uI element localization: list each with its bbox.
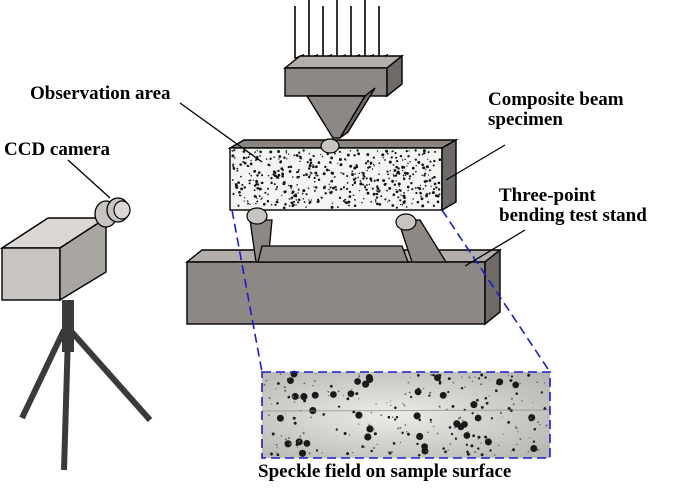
label-speckle-field: Speckle field on sample surface xyxy=(258,461,512,482)
beam-speckle-pattern xyxy=(231,148,442,210)
zoom-lines xyxy=(231,209,551,373)
label-observation-area: Observation area xyxy=(30,83,171,104)
speckle-field-image xyxy=(261,370,551,459)
ccd-camera xyxy=(0,197,153,471)
composite-beam-specimen xyxy=(227,138,459,212)
tripod-leg xyxy=(61,334,71,471)
label-composite-beam-line1: Composite beam xyxy=(488,89,624,110)
label-ccd-camera: CCD camera xyxy=(4,139,111,160)
leader-lines xyxy=(67,102,526,267)
label-composite-beam-line2: specimen xyxy=(488,108,563,130)
label-test-stand-line2: bending test stand xyxy=(499,204,647,226)
label-test-stand-line1: Three-point xyxy=(499,185,596,206)
label-test-stand: Three-point bending test stand xyxy=(499,186,647,226)
test-stand xyxy=(185,219,502,326)
label-composite-beam: Composite beam specimen xyxy=(488,90,624,130)
tripod-leg xyxy=(67,328,153,422)
loading-head xyxy=(283,54,404,139)
rollers xyxy=(246,138,417,231)
load-arrows xyxy=(294,0,388,62)
tripod-leg xyxy=(19,328,67,420)
